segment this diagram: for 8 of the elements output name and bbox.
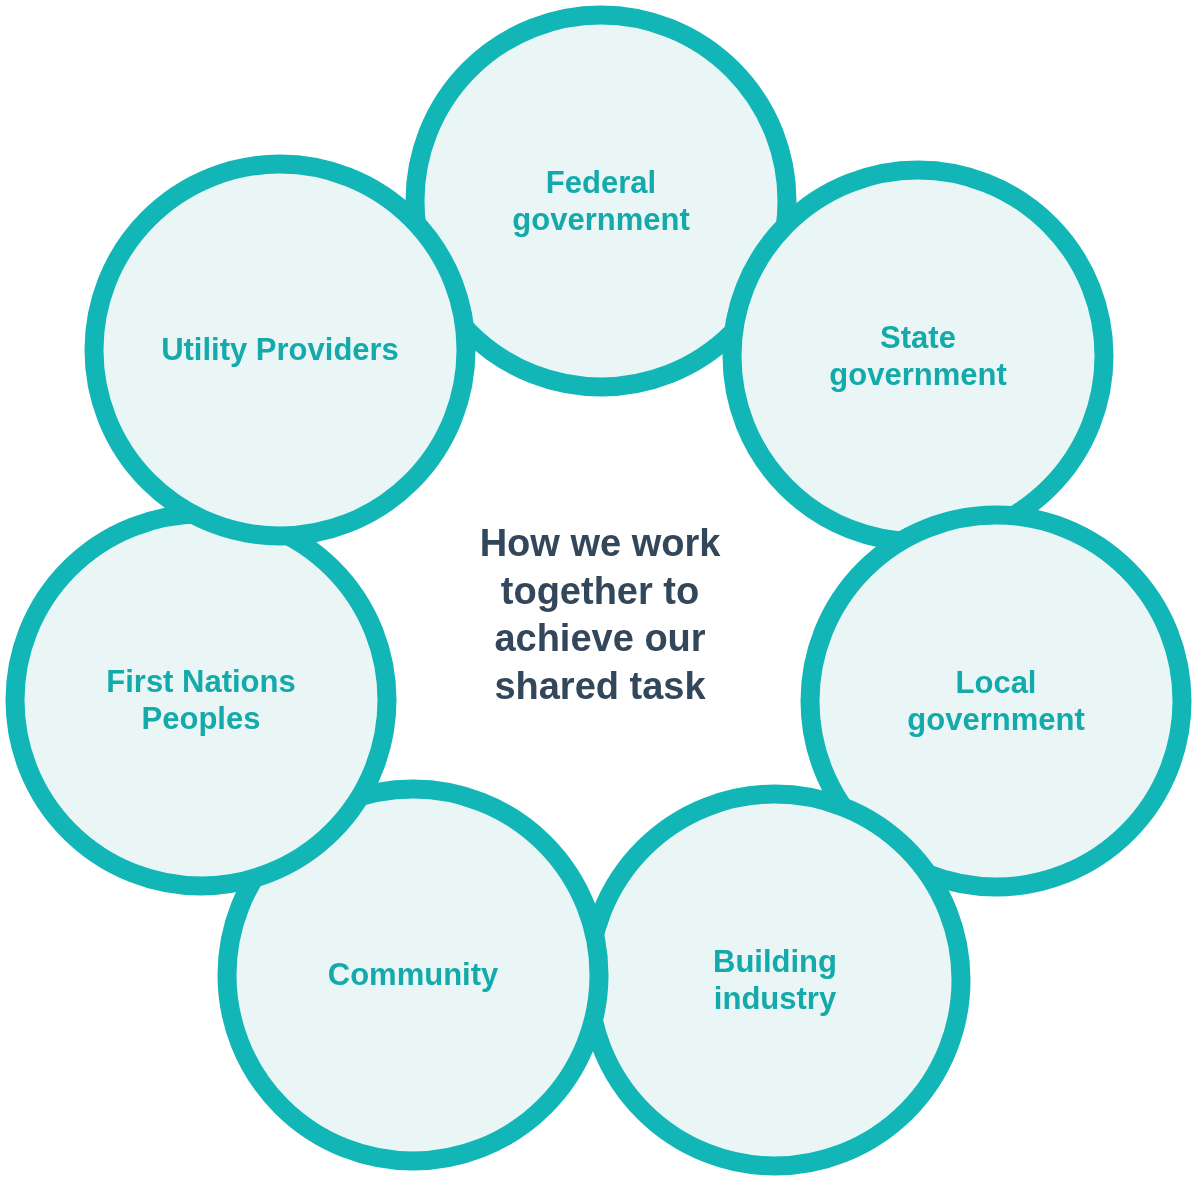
- node-label: Community: [327, 956, 499, 994]
- node-label: Utility Providers: [161, 331, 399, 369]
- node-label: Building industry: [712, 942, 838, 1018]
- node-label: Local government: [906, 663, 1086, 739]
- node-label: Federal government: [511, 163, 691, 239]
- node-label: First Nations Peoples: [105, 662, 297, 738]
- center-title: How we work together to achieve our shared task: [478, 521, 722, 709]
- node-label: State government: [828, 318, 1008, 394]
